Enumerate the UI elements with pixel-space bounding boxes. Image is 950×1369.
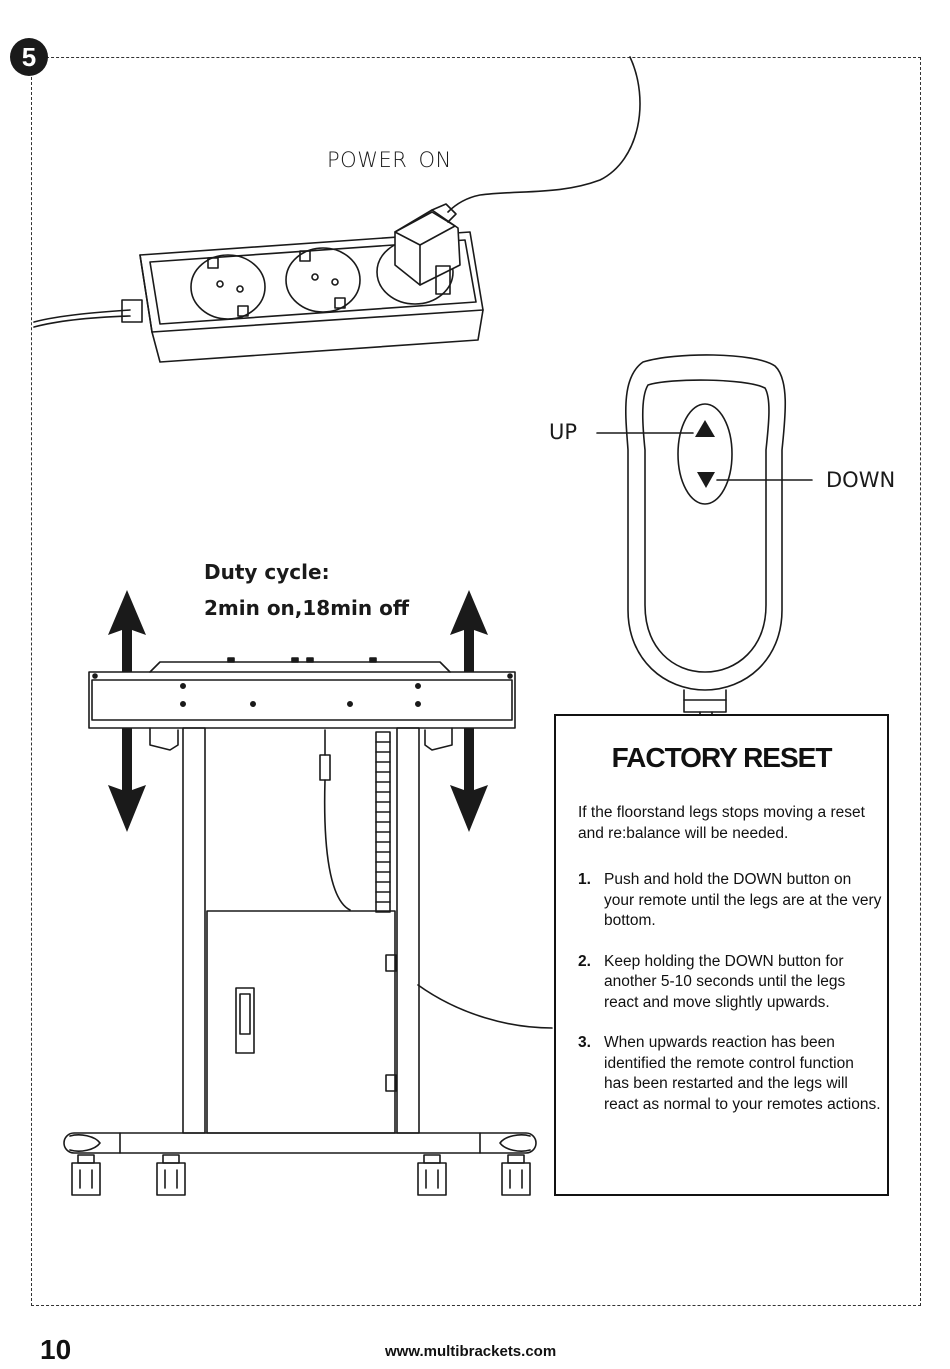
dashed-page-frame [31, 57, 921, 1306]
footer-url: www.multibrackets.com [385, 1343, 557, 1360]
down-button-label: DOWN [826, 468, 896, 492]
down-arrow-icon [697, 472, 715, 488]
floor-stand-icon [63, 657, 537, 1196]
up-button-label: UP [549, 420, 578, 444]
factory-reset-title: FACTORY RESET [611, 742, 833, 773]
remote-control-icon [596, 354, 813, 715]
up-arrow-icon [695, 420, 715, 437]
duty-cycle-title: Duty cycle: [204, 560, 330, 584]
reset-step-text: When upwards reaction has been identifie… [604, 1034, 881, 1113]
factory-reset-intro: If the floorstand legs stops moving a re… [578, 804, 865, 842]
reset-step-number: 2. [578, 952, 591, 970]
left-up-arrow-icon [108, 590, 146, 672]
reset-step: 2. Keep holding the DOWN button for anot… [578, 952, 883, 1014]
left-down-arrow-icon [108, 728, 146, 832]
reset-step-number: 3. [578, 1034, 591, 1051]
reset-step: 3. When upwards reaction has been identi… [578, 1033, 883, 1115]
factory-reset-box: FACTORY RESET If the floorstand legs sto… [554, 714, 889, 1196]
step-number-badge: 5 [10, 38, 48, 76]
reset-step-text: Keep holding the DOWN button for another… [604, 952, 846, 1011]
page-number: 10 [40, 1334, 72, 1365]
power-strip-icon [33, 56, 641, 363]
right-up-arrow-icon [450, 590, 488, 672]
power-on-label: POWER ON [327, 148, 452, 172]
reset-step-text: Push and hold the DOWN button on your re… [604, 871, 882, 929]
duty-cycle-value: 2min on,18min off [204, 596, 410, 620]
factory-reset-steps: 1. Push and hold the DOWN button on your… [578, 870, 883, 1135]
right-down-arrow-icon [450, 728, 488, 832]
reset-step: 1. Push and hold the DOWN button on your… [578, 870, 883, 932]
reset-step-number: 1. [578, 871, 591, 888]
